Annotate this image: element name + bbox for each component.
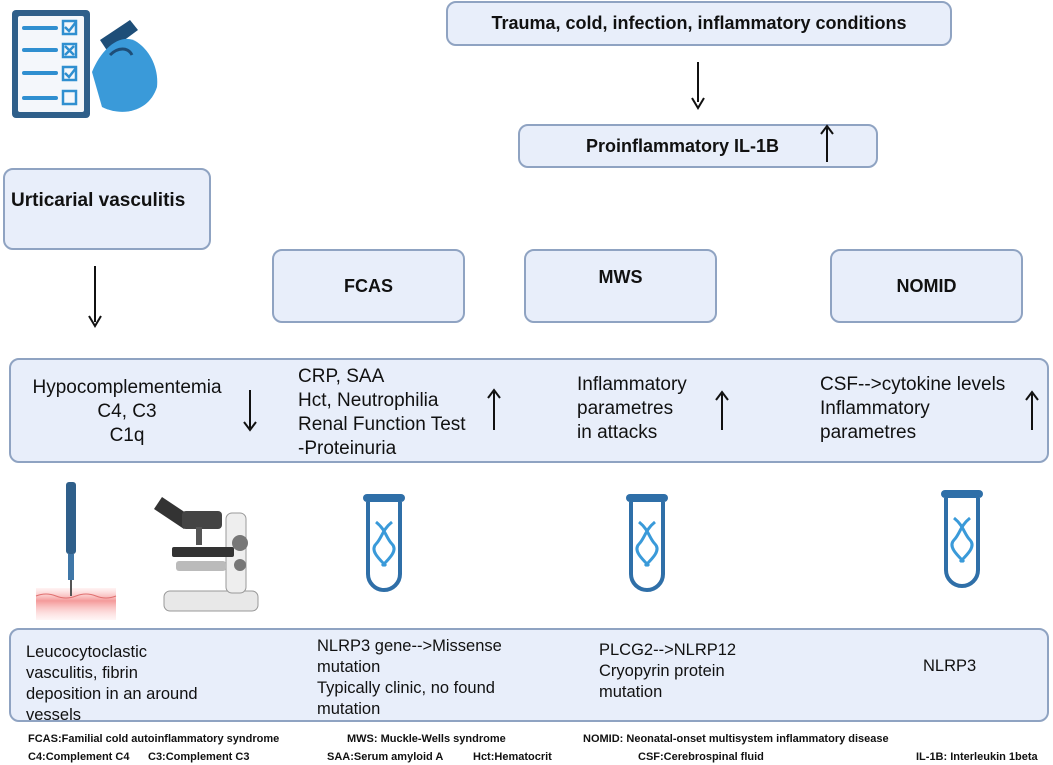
genetic-findings-box: Leucocytoclastic vasculitis, fibrin depo… bbox=[9, 628, 1049, 724]
mws-finding-line: PLCG2-->NLRP12 bbox=[599, 641, 737, 659]
uv-finding-line: vessels bbox=[26, 706, 82, 724]
trigger-box: Trauma, cold, infection, inflammatory co… bbox=[446, 1, 952, 46]
arrow-up-mws-labs bbox=[715, 390, 729, 430]
nomid-labs: CSF-->cytokine levels Inflammatory param… bbox=[820, 373, 1005, 445]
fcas-labs: CRP, SAA Hct, Neutrophilia Renal Functio… bbox=[298, 365, 466, 461]
uv-finding-line: Leucocytoclastic bbox=[26, 643, 148, 661]
uv-labs: Hypocomplementemia C4, C3 C1q bbox=[24, 376, 230, 448]
fcas-finding-line: mutation bbox=[317, 700, 381, 718]
fcas-label: FCAS bbox=[344, 275, 393, 296]
legend-il1b: IL-1B: Interleukin 1beta bbox=[916, 751, 1038, 763]
microscope-icon bbox=[154, 497, 259, 612]
uv-findings: Leucocytoclastic vasculitis, fibrin depo… bbox=[26, 642, 198, 726]
trigger-text: Trauma, cold, infection, inflammatory co… bbox=[491, 13, 907, 33]
uv-finding-line: deposition in an around bbox=[26, 685, 198, 703]
legend-saa: SAA:Serum amyloid A bbox=[327, 751, 444, 763]
lab-findings-box: Hypocomplementemia C4, C3 C1q CRP, SAA H… bbox=[9, 358, 1049, 463]
nomid-lab-line: Inflammatory bbox=[820, 398, 930, 419]
mws-lab-line: in attacks bbox=[577, 422, 658, 443]
nomid-label: NOMID bbox=[896, 275, 957, 296]
mws-findings: PLCG2-->NLRP12 Cryopyrin protein mutatio… bbox=[599, 640, 736, 703]
arrow-down-uv-labs bbox=[243, 390, 257, 432]
fcas-finding-line: mutation bbox=[317, 658, 381, 676]
test-tube-icon bbox=[941, 490, 983, 588]
mws-box: MWS bbox=[524, 249, 717, 323]
fcas-lab-line: CRP, SAA bbox=[298, 366, 385, 387]
fcas-finding-line: NLRP3 gene-->Missense bbox=[317, 637, 502, 655]
fcas-lab-line: Renal Function Test bbox=[298, 414, 466, 435]
uv-finding-line: vasculitis, fibrin bbox=[26, 664, 138, 682]
legend-c4: C4:Complement C4 bbox=[28, 751, 130, 763]
needle-icon bbox=[35, 482, 117, 620]
urticarial-vasculitis-box: Urticarial vasculitis bbox=[3, 168, 211, 250]
arrow-down-uv bbox=[88, 266, 102, 328]
mws-labs: Inflammatory parametres in attacks bbox=[577, 373, 687, 445]
arrow-down-1 bbox=[691, 62, 705, 110]
uv-lab-line: C1q bbox=[109, 425, 145, 446]
fcas-lab-line: -Proteinuria bbox=[298, 438, 397, 459]
mws-label: MWS bbox=[598, 267, 643, 287]
legend-mws: MWS: Muckle-Wells syndrome bbox=[347, 733, 506, 745]
nomid-box: NOMID bbox=[830, 249, 1023, 323]
uv-lab-line: Hypocomplementemia bbox=[32, 377, 222, 398]
legend-hct: Hct:Hematocrit bbox=[473, 751, 552, 763]
mws-lab-line: Inflammatory bbox=[577, 374, 687, 395]
uv-title: Urticarial vasculitis bbox=[11, 190, 186, 211]
arrow-up-il1 bbox=[820, 124, 834, 162]
il1-box: Proinflammatory IL-1B bbox=[518, 124, 878, 168]
checklist-icon bbox=[12, 10, 158, 118]
fcas-findings: NLRP3 gene-->Missense mutation Typically… bbox=[317, 636, 502, 720]
test-tube-icon bbox=[626, 494, 668, 592]
mws-finding-line: Cryopyrin protein bbox=[599, 662, 725, 680]
nomid-finding: NLRP3 bbox=[923, 657, 977, 675]
arrow-up-nomid-labs bbox=[1025, 390, 1039, 430]
fcas-finding-line: Typically clinic, no found bbox=[317, 679, 495, 697]
uv-lab-line: C4, C3 bbox=[97, 401, 157, 422]
test-tube-icon bbox=[363, 494, 405, 592]
arrow-up-fcas-labs bbox=[487, 388, 501, 430]
legend-nomid: NOMID: Neonatal-onset multisystem inflam… bbox=[583, 733, 889, 745]
fcas-box: FCAS bbox=[272, 249, 465, 323]
fcas-lab-line: Hct, Neutrophilia bbox=[298, 390, 439, 411]
legend-c3: C3:Complement C3 bbox=[148, 751, 250, 763]
legend-csf: CSF:Cerebrospinal fluid bbox=[638, 751, 764, 763]
legend-fcas: FCAS:Familial cold autoinflammatory synd… bbox=[28, 733, 280, 745]
mws-finding-line: mutation bbox=[599, 683, 663, 701]
mws-lab-line: parametres bbox=[577, 398, 674, 419]
nomid-lab-line: CSF-->cytokine levels bbox=[820, 374, 1006, 395]
nomid-lab-line: parametres bbox=[820, 422, 917, 443]
il1-text: Proinflammatory IL-1B bbox=[586, 136, 780, 156]
